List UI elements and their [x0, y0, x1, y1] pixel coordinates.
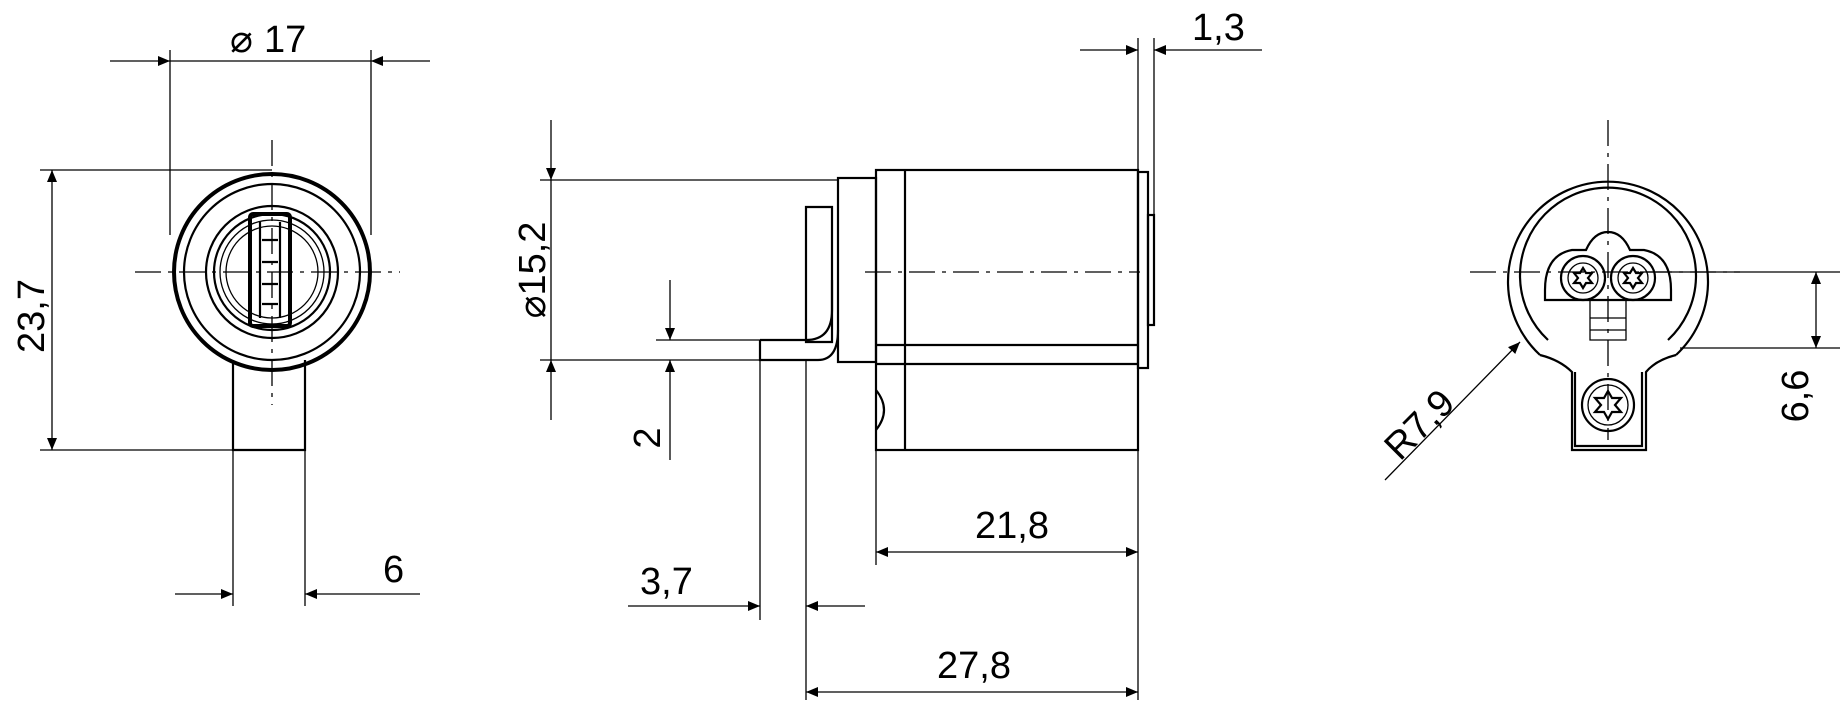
front-keyway	[248, 212, 292, 328]
side-offset-value: 3,7	[640, 561, 693, 603]
rear-upper-screw-right	[1609, 254, 1657, 302]
rear-lower-screw-rim	[1587, 384, 1629, 426]
rear-lower-screw-torx-icon	[1592, 388, 1624, 422]
front-tab-width-value: 6	[383, 549, 404, 591]
rear-lug-inner	[1573, 372, 1644, 448]
side-front-lip	[1146, 213, 1156, 327]
side-body-length-value: 21,8	[975, 505, 1049, 547]
rear-inner-circle	[1518, 186, 1698, 341]
front-diameter-value: 17	[264, 19, 306, 61]
side-rear-collar	[804, 205, 834, 344]
rear-radius-value: R7,9	[1377, 382, 1463, 468]
side-total-length-value: 27,8	[937, 645, 1011, 687]
rear-upper-screw-left-rim	[1567, 262, 1599, 294]
rear-upper-right-torx-icon	[1621, 265, 1645, 291]
front-view: ⌀ 17 23,7 6	[11, 19, 430, 606]
rear-upper-left-torx-icon	[1571, 265, 1595, 291]
side-body-notch	[875, 389, 886, 431]
rear-offset-value: 6,6	[1775, 370, 1817, 423]
rear-radius-leader	[1384, 341, 1521, 481]
front-cylinder-ring	[204, 204, 340, 340]
front-keyway-detail	[258, 222, 282, 318]
rear-outer-circle	[1506, 180, 1710, 356]
side-diameter-value: ⌀15,2	[512, 222, 554, 319]
rear-view: R7,9 6,6	[1377, 120, 1840, 481]
side-front-flange	[1136, 170, 1150, 370]
rear-upper-screw-left	[1559, 254, 1607, 302]
rear-lower-screw-head	[1580, 377, 1636, 433]
side-flange-value: 1,3	[1192, 7, 1245, 49]
side-main-body	[874, 168, 1140, 452]
side-diameter-number: 15,2	[512, 222, 554, 296]
front-tab	[231, 360, 307, 452]
front-plug-ring-2	[225, 225, 319, 319]
side-rear-hub	[836, 176, 878, 364]
rear-lug	[1539, 353, 1677, 452]
front-outer-ring	[172, 172, 372, 372]
front-diameter-symbol: ⌀	[230, 19, 253, 61]
side-step-value: 2	[627, 427, 669, 448]
rear-cam-stem	[1589, 300, 1627, 341]
front-ring-inner-edge	[182, 182, 362, 362]
side-rear-tab-profile	[760, 280, 834, 342]
rear-cam-body	[1543, 230, 1673, 302]
side-rear-tab-bottom	[758, 329, 840, 362]
side-diameter-symbol: ⌀	[512, 296, 554, 319]
side-view: ⌀15,2 2 1,3 3,7 21,8 27,8	[512, 7, 1262, 700]
front-height-value: 23,7	[11, 279, 53, 353]
rear-upper-screw-right-rim	[1617, 262, 1649, 294]
